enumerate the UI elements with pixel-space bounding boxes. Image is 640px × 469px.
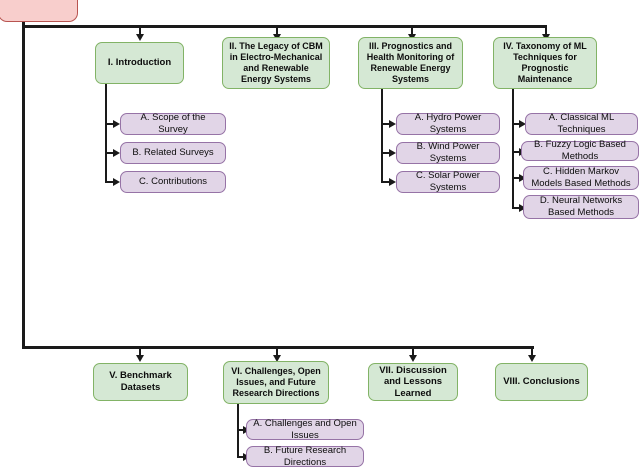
node-taxonomy-hidden-markov-label: C. Hidden Markov Models Based Methods xyxy=(531,166,631,189)
node-section-challenges-label: VI. Challenges, Open Issues, and Future … xyxy=(231,366,321,398)
node-section-benchmark[interactable]: V. Benchmark Datasets xyxy=(93,363,188,401)
connector-tax-b xyxy=(512,151,521,153)
node-prognostics-hydro[interactable]: A. Hydro Power Systems xyxy=(396,112,500,135)
connector-intro-a xyxy=(105,123,115,125)
connector-tax-a xyxy=(512,123,521,125)
connector-taxonomy-subspine xyxy=(512,89,514,208)
node-section-intro-label: I. Introduction xyxy=(107,57,172,69)
node-section-legacy-cbm[interactable]: II. The Legacy of CBM in Electro-Mechani… xyxy=(222,37,330,89)
connector-intro-b xyxy=(105,152,115,154)
connector-drop-legacy xyxy=(276,27,278,36)
node-prognostics-wind-label: B. Wind Power Systems xyxy=(416,141,480,164)
node-section-challenges[interactable]: VI. Challenges, Open Issues, and Future … xyxy=(223,361,329,404)
node-taxonomy-hidden-markov[interactable]: C. Hidden Markov Models Based Methods xyxy=(523,166,639,190)
connector-tax-c xyxy=(512,177,521,179)
connector-drop-intro xyxy=(139,27,141,36)
connector-left-spine xyxy=(22,25,25,348)
node-section-benchmark-label: V. Benchmark Datasets xyxy=(109,370,172,393)
node-prognostics-solar[interactable]: C. Solar Power Systems xyxy=(396,170,500,193)
connector-top-trunk xyxy=(22,25,547,28)
node-taxonomy-neural-networks[interactable]: D. Neural Networks Based Methods xyxy=(523,195,639,219)
arrow-prog-b xyxy=(389,149,396,157)
node-challenges-open-issues[interactable]: A. Challenges and Open Issues xyxy=(246,417,364,441)
arrow-challenges xyxy=(273,355,281,362)
connector-drop-challenges xyxy=(276,348,278,357)
node-taxonomy-neural-networks-label: D. Neural Networks Based Methods xyxy=(539,195,623,218)
connector-intro-c xyxy=(105,181,115,183)
arrow-intro-b xyxy=(113,149,120,157)
node-section-prognostics[interactable]: III. Prognostics and Health Monitoring o… xyxy=(358,37,463,89)
node-intro-scope[interactable]: A. Scope of the Survey xyxy=(120,112,226,135)
node-taxonomy-fuzzy-logic[interactable]: B. Fuzzy Logic Based Methods xyxy=(521,139,639,162)
node-section-discussion[interactable]: VII. Discussion and Lessons Learned xyxy=(368,363,458,401)
connector-bottom-trunk xyxy=(22,346,534,349)
node-future-research-directions[interactable]: B. Future Research Directions xyxy=(246,444,364,468)
connector-intro-subspine xyxy=(105,84,107,183)
node-taxonomy-classical-ml[interactable]: A. Classical ML Techniques xyxy=(525,112,638,135)
arrow-prog-c xyxy=(389,178,396,186)
node-prognostics-hydro-label: A. Hydro Power Systems xyxy=(414,112,482,135)
node-section-discussion-label: VII. Discussion and Lessons Learned xyxy=(379,364,447,399)
node-section-legacy-cbm-label: II. The Legacy of CBM in Electro-Mechani… xyxy=(229,41,323,84)
node-section-intro[interactable]: I. Introduction xyxy=(95,42,184,84)
node-challenges-open-issues-label: A. Challenges and Open Issues xyxy=(253,417,357,441)
arrow-tax-d xyxy=(519,204,526,212)
connector-chal-a xyxy=(237,429,245,431)
connector-prognostics-subspine xyxy=(381,89,383,183)
arrow-intro xyxy=(136,34,144,41)
connector-prog-b xyxy=(381,152,391,154)
arrow-prog-a xyxy=(389,120,396,128)
connector-chal-b xyxy=(237,456,245,458)
connector-drop-taxonomy xyxy=(545,27,547,36)
node-intro-related-surveys[interactable]: B. Related Surveys xyxy=(120,142,226,164)
connector-drop-benchmark xyxy=(139,348,141,357)
arrow-intro-a xyxy=(113,120,120,128)
node-intro-contributions[interactable]: C. Contributions xyxy=(120,171,226,193)
connector-tax-d xyxy=(512,207,521,209)
arrow-discussion xyxy=(409,355,417,362)
node-prognostics-wind[interactable]: B. Wind Power Systems xyxy=(396,141,500,164)
arrow-intro-c xyxy=(113,178,120,186)
connector-drop-discussion xyxy=(412,348,414,357)
connector-drop-prognostics xyxy=(411,27,413,36)
node-section-conclusions-label: VIII. Conclusions xyxy=(503,376,580,388)
node-taxonomy-fuzzy-logic-label: B. Fuzzy Logic Based Methods xyxy=(534,139,626,162)
node-section-taxonomy[interactable]: IV. Taxonomy of ML Techniques for Progno… xyxy=(493,37,597,89)
node-section-prognostics-label: III. Prognostics and Health Monitoring o… xyxy=(366,41,455,84)
arrow-benchmark xyxy=(136,355,144,362)
connector-prog-a xyxy=(381,123,391,125)
node-intro-contributions-label: C. Contributions xyxy=(138,176,208,188)
arrow-tax-c xyxy=(519,174,526,182)
node-intro-related-surveys-label: B. Related Surveys xyxy=(132,147,214,159)
arrow-conclusions xyxy=(528,355,536,362)
node-intro-scope-label: A. Scope of the Survey xyxy=(140,112,206,135)
node-taxonomy-classical-ml-label: A. Classical ML Techniques xyxy=(548,112,615,135)
arrow-tax-a xyxy=(519,120,526,128)
node-prognostics-solar-label: C. Solar Power Systems xyxy=(416,170,480,193)
node-root[interactable] xyxy=(0,0,78,22)
connector-prog-c xyxy=(381,181,391,183)
node-section-conclusions[interactable]: VIII. Conclusions xyxy=(495,363,588,401)
node-section-taxonomy-label: IV. Taxonomy of ML Techniques for Progno… xyxy=(503,41,587,84)
node-future-research-directions-label: B. Future Research Directions xyxy=(263,444,347,468)
connector-drop-conclusions xyxy=(531,348,533,357)
